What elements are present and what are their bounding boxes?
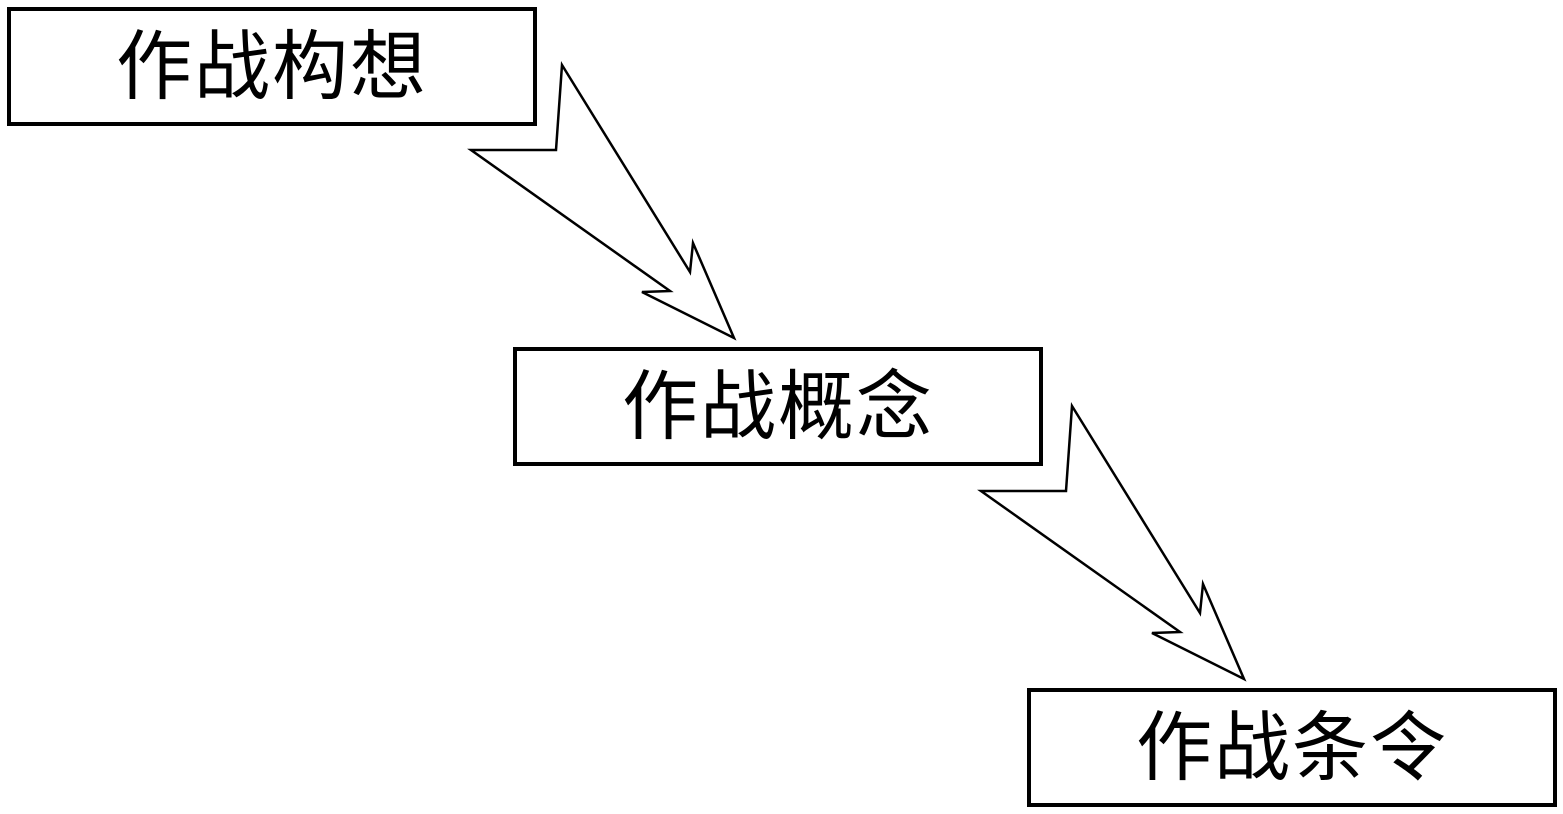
node-operational-concept: 作战概念	[513, 347, 1043, 466]
node-label: 作战构想	[116, 21, 428, 111]
node-operational-idea: 作战构想	[7, 7, 537, 126]
node-label: 作战条令	[1136, 702, 1448, 792]
node-label: 作战概念	[622, 361, 934, 451]
arrow-n1-to-n2	[467, 61, 737, 341]
node-operational-doctrine: 作战条令	[1027, 688, 1557, 807]
arrow-n2-to-n3	[977, 402, 1247, 682]
